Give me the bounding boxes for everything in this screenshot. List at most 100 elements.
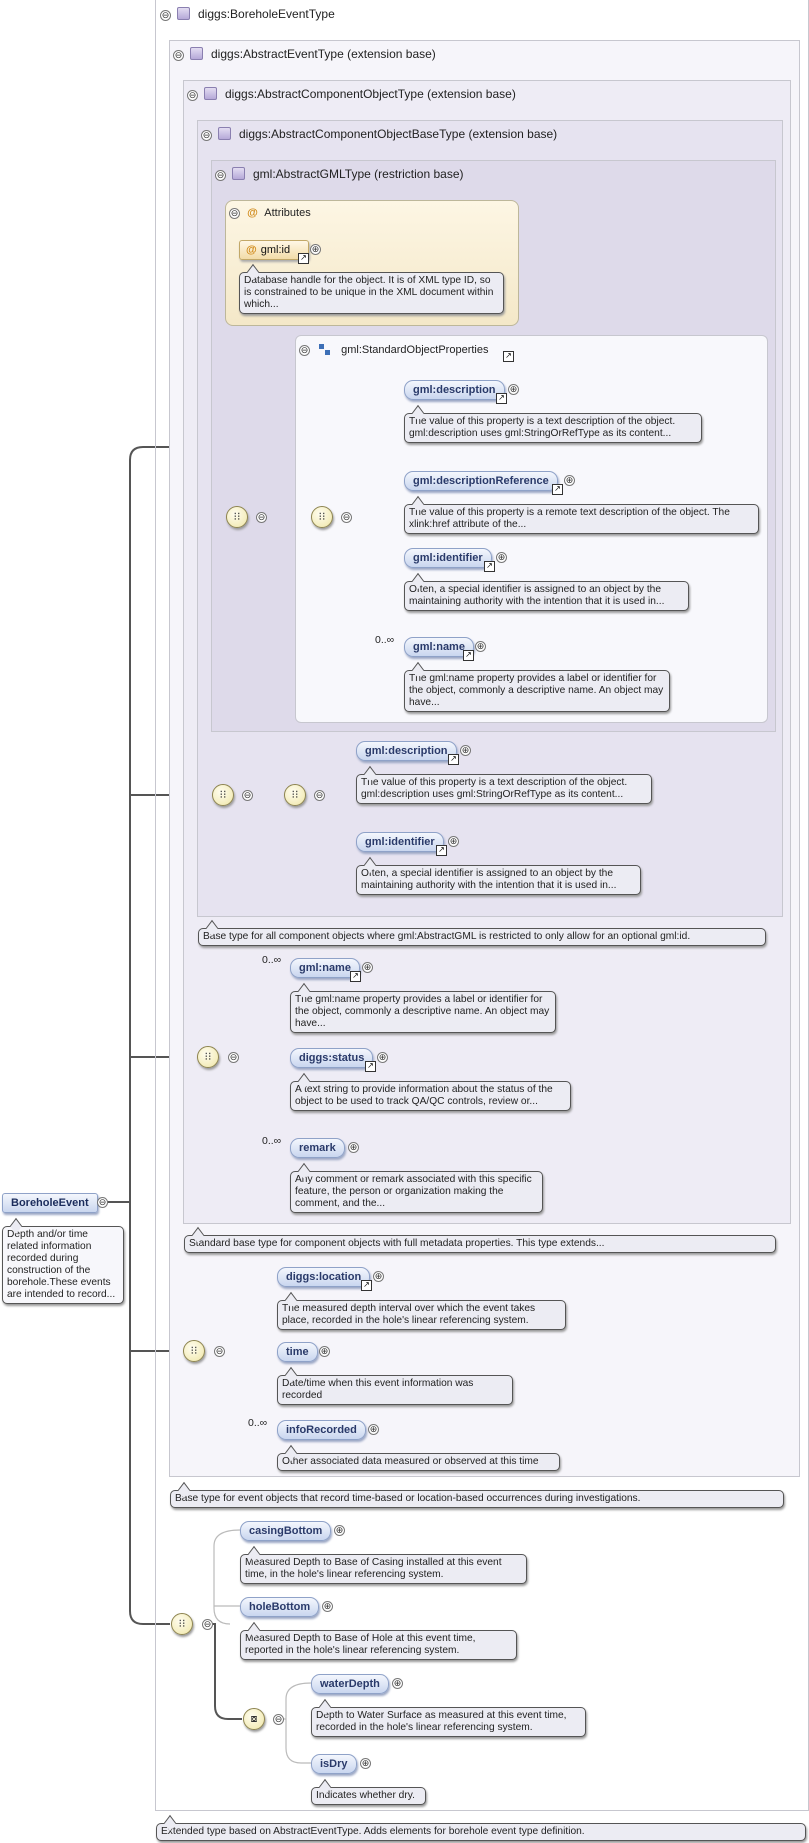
element-gml-description[interactable]: gml:description xyxy=(404,380,505,400)
expand-icon[interactable]: ⊕ xyxy=(322,1601,333,1612)
expand-icon[interactable]: ⊕ xyxy=(377,1052,388,1063)
collapse-icon[interactable]: ⊖ xyxy=(299,345,310,356)
reference-icon[interactable]: ↗ xyxy=(496,393,507,404)
complex-type-icon xyxy=(177,7,190,20)
complex-type-icon xyxy=(232,167,245,180)
group-icon xyxy=(319,344,331,355)
reference-icon[interactable]: ↗ xyxy=(436,845,447,856)
expand-icon[interactable]: ⊕ xyxy=(334,1525,345,1536)
reference-icon[interactable]: ↗ xyxy=(503,351,514,362)
sequence-icon[interactable]: ⁝⁝ xyxy=(212,784,234,806)
element-gml-identifier[interactable]: gml:identifier xyxy=(356,832,444,852)
expand-icon[interactable]: ⊕ xyxy=(319,1346,330,1357)
abstract-component-object-base-type-title[interactable]: ⊖diggs:AbstractComponentObjectBaseType (… xyxy=(201,127,557,141)
type-label: diggs:BoreholeEventType xyxy=(198,7,335,21)
expand-icon[interactable]: ⊕ xyxy=(310,244,321,255)
attribute-description: Database handle for the object. It is of… xyxy=(239,272,504,314)
sequence-icon[interactable]: ⁝⁝ xyxy=(284,784,306,806)
element-description: Any comment or remark associated with th… xyxy=(290,1171,543,1213)
abstract-gml-type-title[interactable]: ⊖gml:AbstractGMLType (restriction base) xyxy=(215,167,464,181)
expand-icon[interactable]: ⊕ xyxy=(508,384,519,395)
collapse-icon[interactable]: ⊖ xyxy=(215,170,226,181)
group-label: gml:StandardObjectProperties xyxy=(341,344,489,356)
element-gml-identifier[interactable]: gml:identifier xyxy=(404,548,492,568)
element-description: Often, a special identifier is assigned … xyxy=(404,581,689,611)
element-time[interactable]: time xyxy=(277,1342,318,1362)
reference-icon[interactable]: ↗ xyxy=(552,484,563,495)
element-remark[interactable]: remark xyxy=(290,1138,345,1158)
reference-icon[interactable]: ↗ xyxy=(484,561,495,572)
reference-icon[interactable]: ↗ xyxy=(298,253,309,264)
collapse-icon[interactable]: ⊖ xyxy=(341,512,352,523)
root-element-borehole-event[interactable]: BoreholeEvent xyxy=(2,1193,98,1213)
expand-icon[interactable]: ⊕ xyxy=(360,1758,371,1769)
expand-icon[interactable]: ⊕ xyxy=(460,745,471,756)
element-water-depth[interactable]: waterDepth xyxy=(311,1674,389,1694)
root-description: Depth and/or time related information re… xyxy=(2,1226,124,1304)
choice-icon[interactable]: ⧇ xyxy=(243,1708,265,1730)
reference-icon[interactable]: ↗ xyxy=(350,971,361,982)
reference-icon[interactable]: ↗ xyxy=(361,1280,372,1291)
reference-icon[interactable]: ↗ xyxy=(365,1061,376,1072)
element-hole-bottom[interactable]: holeBottom xyxy=(240,1597,320,1617)
reference-icon[interactable]: ↗ xyxy=(448,754,459,765)
element-info-recorded[interactable]: infoRecorded xyxy=(277,1420,366,1440)
collapse-icon[interactable]: ⊖ xyxy=(187,90,198,101)
occurrence-label: 0..∞ xyxy=(262,954,282,966)
expand-icon[interactable]: ⊕ xyxy=(373,1271,384,1282)
sequence-icon[interactable]: ⁝⁝ xyxy=(311,506,333,528)
base-type-note: Base type for all component objects wher… xyxy=(198,928,766,946)
attribute-icon: @ xyxy=(247,207,258,219)
reference-icon[interactable]: ↗ xyxy=(463,650,474,661)
sequence-icon[interactable]: ⁝⁝ xyxy=(197,1046,219,1068)
occurrence-label: 0..∞ xyxy=(248,1417,268,1429)
expand-icon[interactable]: ⊕ xyxy=(348,1142,359,1153)
sequence-icon[interactable]: ⁝⁝ xyxy=(226,506,248,528)
sequence-icon[interactable]: ⁝⁝ xyxy=(171,1613,193,1635)
expand-icon[interactable]: ⊕ xyxy=(564,475,575,486)
expand-icon[interactable]: ⊕ xyxy=(362,962,373,973)
element-gml-description-reference[interactable]: gml:descriptionReference xyxy=(404,471,558,491)
element-diggs-location[interactable]: diggs:location xyxy=(277,1267,371,1287)
collapse-icon[interactable]: ⊖ xyxy=(160,10,171,21)
element-is-dry[interactable]: isDry xyxy=(311,1754,357,1774)
sequence-icon[interactable]: ⁝⁝ xyxy=(183,1340,205,1362)
collapse-icon[interactable]: ⊖ xyxy=(229,208,240,219)
collapse-icon[interactable]: ⊖ xyxy=(314,790,325,801)
type-label: diggs:AbstractComponentObjectType (exten… xyxy=(225,87,516,101)
element-description: Measured Depth to Base of Casing install… xyxy=(240,1554,527,1584)
element-diggs-status[interactable]: diggs:status xyxy=(290,1048,374,1068)
element-gml-description[interactable]: gml:description xyxy=(356,741,457,761)
expand-icon[interactable]: ⊕ xyxy=(475,641,486,652)
element-description: Measured Depth to Base of Hole at this e… xyxy=(240,1630,517,1660)
collapse-icon[interactable]: ⊖ xyxy=(242,790,253,801)
abstract-event-type-title[interactable]: ⊖diggs:AbstractEventType (extension base… xyxy=(173,47,436,61)
complex-type-icon xyxy=(204,87,217,100)
element-gml-name[interactable]: gml:name xyxy=(290,958,360,978)
expand-icon[interactable]: ⊕ xyxy=(448,836,459,847)
collapse-icon[interactable]: ⊖ xyxy=(256,512,267,523)
attribute-gml-id[interactable]: @gml:id xyxy=(239,240,309,260)
collapse-icon[interactable]: ⊖ xyxy=(97,1197,108,1208)
complex-type-icon xyxy=(218,127,231,140)
collapse-icon[interactable]: ⊖ xyxy=(273,1714,284,1725)
borehole-event-type-title[interactable]: ⊖ diggs:BoreholeEventType xyxy=(160,7,335,21)
element-description: The gml:name property provides a label o… xyxy=(404,670,670,712)
collapse-icon[interactable]: ⊖ xyxy=(228,1052,239,1063)
expand-icon[interactable]: ⊕ xyxy=(368,1424,379,1435)
element-casing-bottom[interactable]: casingBottom xyxy=(240,1521,332,1541)
collapse-icon[interactable]: ⊖ xyxy=(214,1346,225,1357)
attributes-label: Attributes xyxy=(264,207,311,219)
extended-type-note: Extended type based on AbstractEventType… xyxy=(156,1823,806,1841)
expand-icon[interactable]: ⊕ xyxy=(496,552,507,563)
element-gml-name[interactable]: gml:name xyxy=(404,637,474,657)
expand-icon[interactable]: ⊕ xyxy=(392,1678,403,1689)
attributes-title[interactable]: ⊖ @ Attributes xyxy=(229,207,311,219)
collapse-icon[interactable]: ⊖ xyxy=(202,1619,213,1630)
element-description: Date/time when this event information wa… xyxy=(277,1375,513,1405)
element-description: The value of this property is a text des… xyxy=(356,774,652,804)
abstract-component-object-type-title[interactable]: ⊖ diggs:AbstractComponentObjectType (exte… xyxy=(187,87,516,101)
standard-object-properties-title[interactable]: ⊖ gml:StandardObjectProperties xyxy=(299,344,488,356)
collapse-icon[interactable]: ⊖ xyxy=(201,130,212,141)
collapse-icon[interactable]: ⊖ xyxy=(173,50,184,61)
